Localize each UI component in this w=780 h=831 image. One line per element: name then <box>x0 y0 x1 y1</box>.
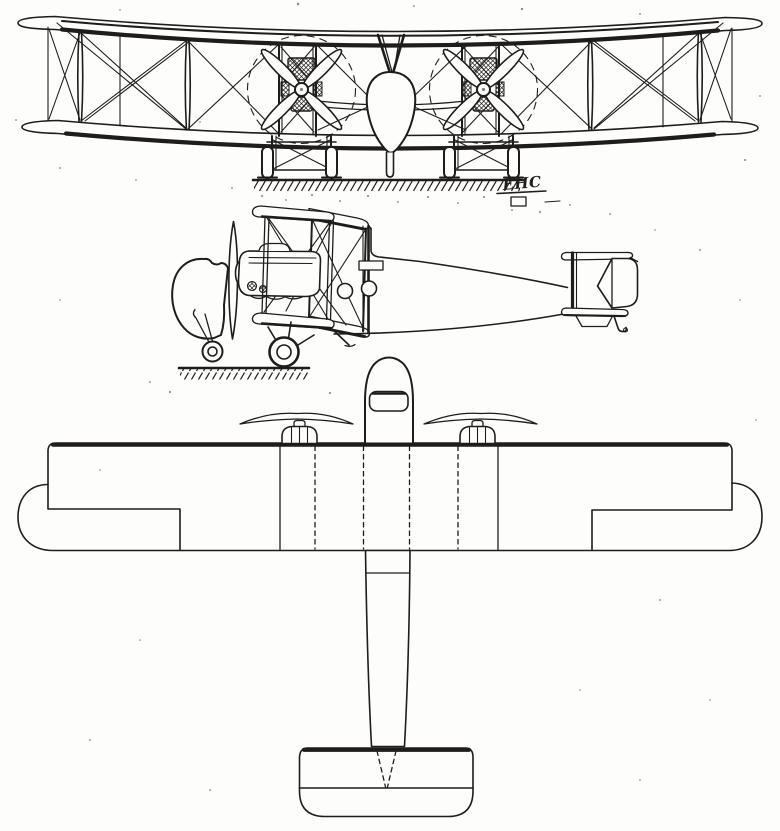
artist-signature: EHC <box>501 173 542 194</box>
front-ground-line <box>251 178 561 203</box>
rudder <box>596 257 639 309</box>
right-undercarriage <box>439 135 524 179</box>
right-propeller-disc <box>428 34 539 145</box>
main-gear-wheel <box>267 321 356 368</box>
propeller-side <box>228 220 239 340</box>
fuselage-nose-side <box>171 257 229 340</box>
interplane-struts <box>76 30 704 131</box>
right-nacelle-plan <box>459 419 496 445</box>
cockpit-opening <box>368 390 409 412</box>
right-propeller-plan <box>423 412 538 425</box>
left-nacelle-plan <box>281 419 318 445</box>
side-ground-line <box>177 366 311 380</box>
front-skid-wheel <box>192 308 224 363</box>
paper-speckles <box>15 2 761 791</box>
fuselage-side <box>333 224 569 335</box>
front-view: EHC <box>17 15 763 207</box>
left-propeller <box>260 48 343 131</box>
side-view <box>171 205 639 380</box>
rear-fuselage-plan <box>364 549 411 748</box>
tail-unit-side <box>560 251 639 333</box>
tailplane-plan <box>298 747 474 818</box>
left-propeller-plan <box>239 412 354 425</box>
front-upper-wing <box>17 15 763 48</box>
wing-planform <box>17 442 763 552</box>
near-wing-panels <box>251 205 335 330</box>
tail-skid-front <box>385 151 395 178</box>
signature-block: EHC <box>496 173 547 207</box>
right-propeller <box>442 48 525 131</box>
elevator-cable-lines <box>376 750 397 788</box>
front-rigging-wires <box>47 22 733 134</box>
top-plan-view <box>17 356 763 818</box>
fuselage-nose-plan <box>364 356 414 445</box>
hidden-structure-lines <box>314 445 459 550</box>
left-undercarriage <box>257 135 342 179</box>
engine-nacelle-side <box>234 242 322 300</box>
left-propeller-disc <box>246 34 357 145</box>
